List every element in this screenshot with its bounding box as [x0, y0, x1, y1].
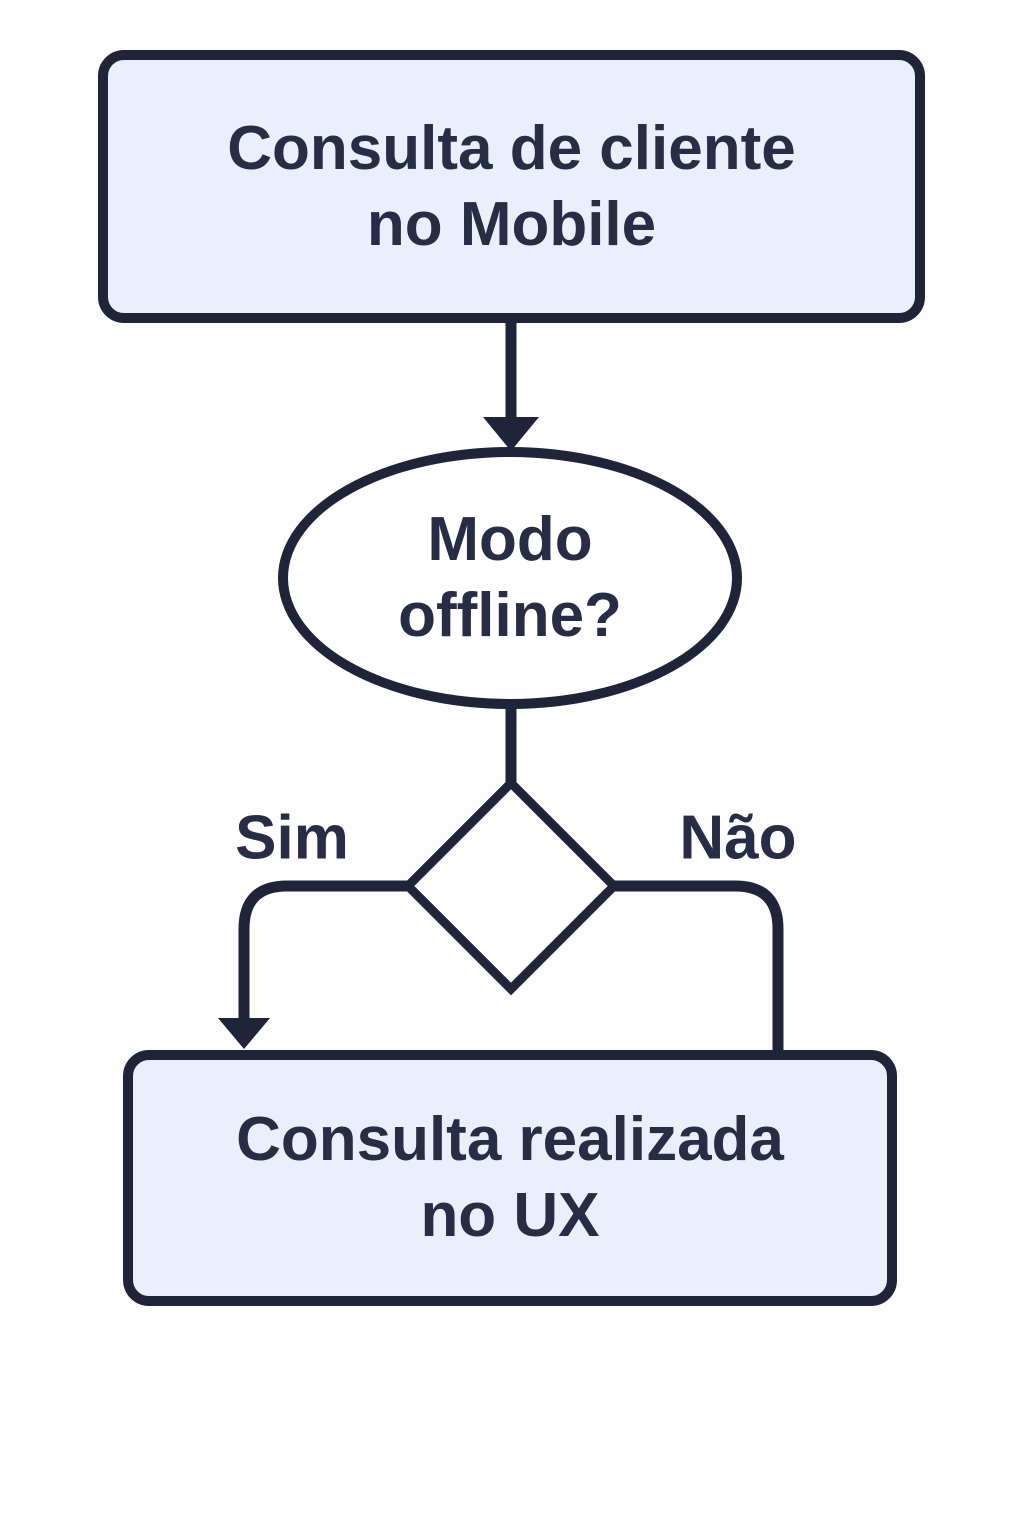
question-node-label-line2: offline? — [398, 581, 622, 650]
end-node-label-line2: no UX — [420, 1181, 600, 1250]
end-node-label-line1: Consulta realizada — [236, 1105, 784, 1175]
question-node: Modo offline? — [278, 447, 742, 709]
end-node: Consulta realizada no UX — [123, 1050, 897, 1306]
arrowhead-yes-icon — [218, 1018, 270, 1049]
question-node-label-line1: Modo — [427, 505, 593, 575]
connector-no-branch — [610, 880, 784, 1052]
start-node: Consulta de cliente no Mobile — [98, 50, 925, 323]
branch-yes-label: Sim — [235, 803, 349, 873]
start-node-label-line2: no Mobile — [366, 189, 657, 259]
arrowhead-down-icon — [483, 417, 539, 451]
connector-yes-branch — [238, 880, 412, 1022]
start-node-label-line1: Consulta de cliente — [227, 113, 796, 183]
decision-diamond-shape — [401, 776, 621, 996]
branch-no-label: Não — [679, 803, 797, 873]
